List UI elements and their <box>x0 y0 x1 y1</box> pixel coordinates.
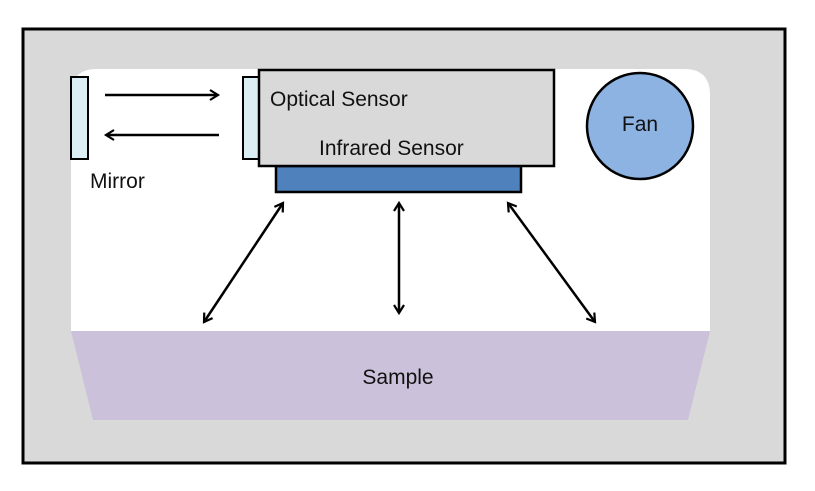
mirror-sensor <box>242 76 261 160</box>
sensor-box <box>257 68 556 168</box>
infrared-sensor-label: Infrared Sensor <box>319 137 464 160</box>
arrow-bidirectional-right <box>506 201 597 324</box>
sample-tray <box>71 331 710 420</box>
fan-label: Fan <box>622 113 658 136</box>
sample-label: Sample <box>362 366 433 389</box>
fan <box>585 71 695 181</box>
infrared-emitter-bar <box>274 164 523 194</box>
mirror-left <box>70 76 89 160</box>
arrow-bidirectional-left <box>202 201 285 324</box>
optical-sensor-label: Optical Sensor <box>270 88 408 111</box>
mirror-label: Mirror <box>90 170 145 193</box>
